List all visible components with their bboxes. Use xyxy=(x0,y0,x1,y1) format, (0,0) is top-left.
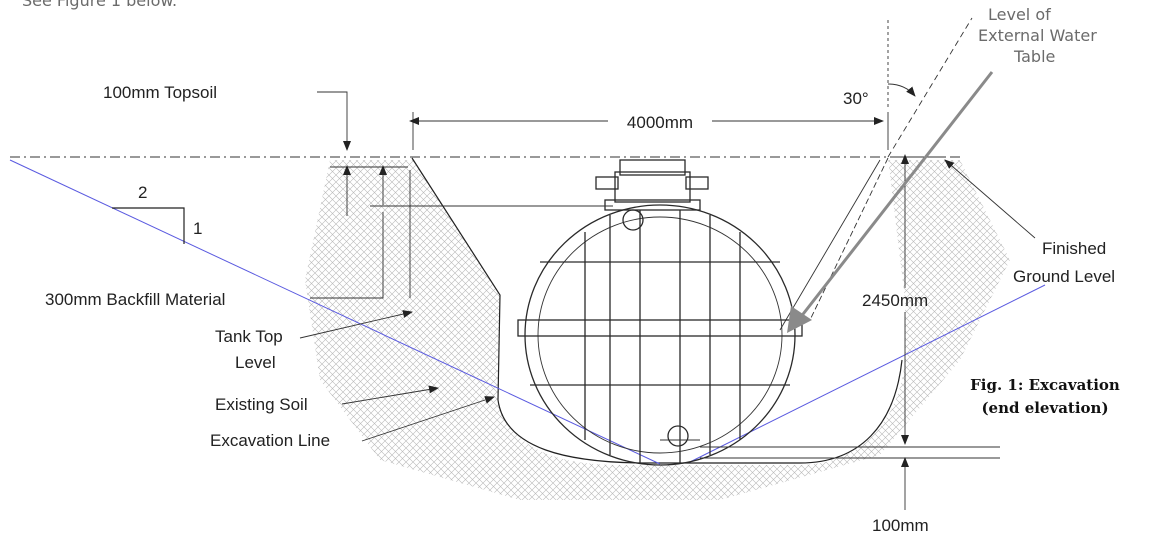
intro-text: See Figure 1 below. xyxy=(22,0,177,10)
existing-soil-leader xyxy=(341,385,439,405)
excavation-void xyxy=(412,158,905,465)
label-water-table-3: Table xyxy=(1013,47,1055,66)
excavation-right-slope xyxy=(809,157,889,321)
slope-run: 2 xyxy=(138,183,147,202)
water-table-pointer xyxy=(798,71,994,319)
angle-label: 30° xyxy=(843,89,869,108)
dim-depth-label: 2450mm xyxy=(862,291,928,310)
label-tank-top-2: Level xyxy=(235,353,276,372)
label-existing-soil: Existing Soil xyxy=(215,395,308,414)
angle-line xyxy=(887,17,973,158)
water-table-arrowhead xyxy=(787,306,812,333)
dim-bed-label: 100mm xyxy=(872,516,929,535)
angle-arc xyxy=(887,83,916,97)
label-backfill: 300mm Backfill Material xyxy=(45,290,225,309)
excavation-line-leader xyxy=(361,396,495,442)
label-excavation-line: Excavation Line xyxy=(210,431,330,450)
label-topsoil: 100mm Topsoil xyxy=(103,83,217,102)
backfill-leader xyxy=(310,212,384,299)
label-finished-ground-2: Ground Level xyxy=(1013,267,1115,286)
figure-caption-line2: (end elevation) xyxy=(981,399,1108,417)
label-finished-ground-1: Finished xyxy=(1042,239,1106,258)
figure-caption-line1: Fig. 1: Excavation xyxy=(970,376,1120,394)
label-water-table-1: Level of xyxy=(988,5,1051,24)
slope-triangle xyxy=(112,207,185,244)
finished-ground-leader xyxy=(944,159,1036,239)
dim-width-label: 4000mm xyxy=(627,113,693,132)
tank xyxy=(517,159,803,466)
slope-rise: 1 xyxy=(193,219,202,238)
topsoil-leader xyxy=(317,91,351,151)
excavation-right-edge xyxy=(779,159,881,331)
label-water-table-2: External Water xyxy=(978,26,1097,45)
label-tank-top-1: Tank Top xyxy=(215,327,283,346)
tank-top-leader xyxy=(299,310,413,339)
